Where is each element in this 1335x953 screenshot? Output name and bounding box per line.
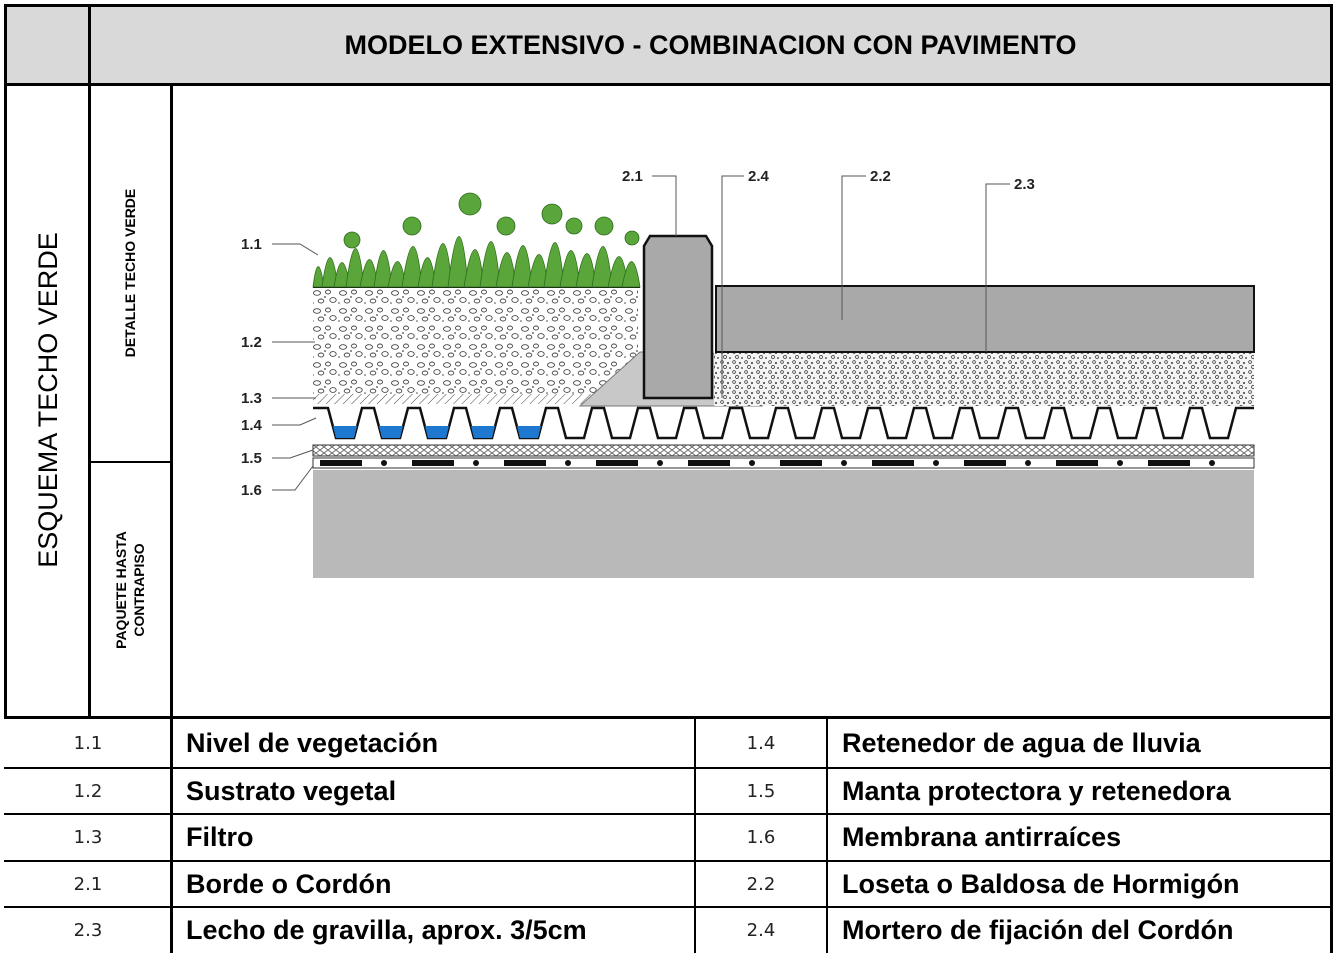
diagram-area: 1.1 1.2 1.3 1.4 1.5 1.6 2.1 2.4 2.2 2.3: [172, 86, 1329, 715]
grid-line: [694, 716, 696, 953]
legend-label: Membrana antirraíces: [842, 822, 1122, 852]
grid-line: [4, 767, 1333, 769]
grid-line: [4, 906, 1333, 908]
legend-code: 1.6: [746, 827, 776, 848]
side-main-label-cell: ESQUEMA TECHO VERDE: [6, 84, 90, 717]
legend-code: 2.2: [746, 873, 776, 895]
retained-water: [333, 426, 541, 438]
grid-line: [4, 716, 1333, 719]
legend-code: 1.1: [73, 732, 103, 754]
corner-cell: [6, 6, 90, 84]
grid-line: [1330, 4, 1333, 953]
package-label-line2: CONTRAPISO: [131, 543, 147, 637]
package-label-cell: PAQUETE HASTA CONTRAPISO: [90, 462, 170, 717]
callout-1-3: 1.3: [241, 390, 262, 407]
package-label: PAQUETE HASTA CONTRAPISO: [102, 480, 158, 700]
grid-line: [88, 4, 91, 718]
package-label-line1: PAQUETE HASTA: [113, 531, 129, 649]
callout-1-6: 1.6: [241, 482, 262, 499]
legend-code: 1.3: [73, 827, 103, 848]
legend-code: 1.5: [746, 780, 776, 802]
vegetation: [312, 192, 641, 288]
legend-label: Retenedor de agua de lluvia: [842, 727, 1201, 758]
grid-line: [826, 716, 828, 953]
green-roof-section-diagram: 1.1 1.2 1.3 1.4 1.5 1.6 2.1 2.4 2.2 2.3: [241, 168, 1255, 578]
detail-label-cell: DETALLE TECHO VERDE: [90, 84, 170, 462]
callout-2-2: 2.2: [870, 168, 891, 185]
legend-code: 1.4: [746, 732, 776, 754]
grid-line: [4, 860, 1333, 862]
grid-line: [4, 4, 1333, 7]
callout-2-3: 2.3: [1014, 176, 1035, 193]
legend-label: Sustrato vegetal: [186, 775, 397, 806]
grid-line: [4, 813, 1333, 815]
callout-1-2: 1.2: [241, 334, 262, 351]
grid-line: [90, 461, 172, 463]
legend-label: Mortero de fijación del Cordón: [842, 915, 1234, 945]
legend-label: Manta protectora y retenedora: [842, 775, 1231, 806]
detail-label: DETALLE TECHO VERDE: [122, 188, 138, 358]
grid-line: [4, 83, 1333, 86]
callout-1-1: 1.1: [241, 236, 262, 253]
legend-label: Borde o Cordón: [186, 868, 392, 899]
legend-code: 2.3: [73, 920, 103, 941]
grid-line: [170, 84, 173, 953]
callout-2-4: 2.4: [748, 168, 770, 185]
callout-leaders: [272, 175, 1010, 491]
legend-label: Filtro: [186, 822, 254, 852]
substrate-layer: [313, 287, 638, 394]
concrete-slab: [313, 470, 1254, 578]
water-retention-cups: [313, 406, 1254, 440]
gravel-bed: [714, 352, 1254, 406]
protective-mat: [312, 444, 1255, 457]
callout-2-1: 2.1: [622, 168, 643, 185]
legend-label: Loseta o Baldosa de Hormigón: [842, 868, 1240, 899]
curb-border: [642, 234, 714, 400]
concrete-paver: [715, 285, 1255, 353]
page-title: MODELO EXTENSIVO - COMBINACION CON PAVIM…: [90, 6, 1331, 84]
legend-code: 2.4: [746, 920, 776, 941]
side-main-label: ESQUEMA TECHO VERDE: [32, 232, 63, 568]
legend-label: Lecho de gravilla, aprox. 3/5cm: [186, 915, 587, 945]
filter-layer: [313, 394, 603, 404]
callout-1-5: 1.5: [241, 450, 262, 467]
legend-code: 2.1: [73, 873, 103, 895]
legend-label: Nivel de vegetación: [186, 727, 439, 758]
grid-line: [4, 4, 7, 718]
legend-code: 1.2: [73, 780, 103, 802]
callout-1-4: 1.4: [241, 417, 263, 434]
membrane-segments: [320, 460, 1215, 466]
